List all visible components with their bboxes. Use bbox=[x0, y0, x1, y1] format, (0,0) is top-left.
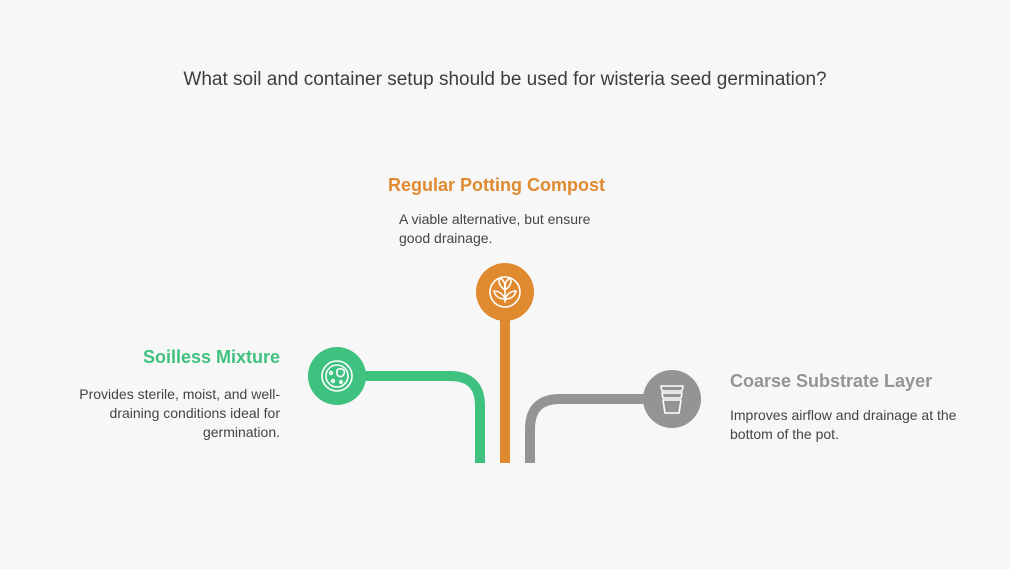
stacked-pots-icon bbox=[660, 385, 684, 414]
compost-description: A viable alternative, but ensure good dr… bbox=[399, 211, 591, 246]
soilless-node bbox=[308, 347, 366, 405]
compost-heading: Regular Potting Compost bbox=[388, 175, 605, 195]
soilless-heading: Soilless Mixture bbox=[142, 347, 280, 367]
soilless-branch-line bbox=[364, 371, 485, 463]
substrate-node bbox=[643, 370, 701, 428]
substrate-branch-line bbox=[525, 394, 645, 463]
sprout-icon bbox=[489, 276, 521, 308]
soilless-description: Provides sterile, moist, and well-draini… bbox=[79, 386, 280, 440]
substrate-heading: Coarse Substrate Layer bbox=[730, 371, 933, 391]
diagram-title: What soil and container setup should be … bbox=[183, 69, 827, 90]
petri-dish-icon bbox=[321, 360, 353, 392]
compost-node bbox=[476, 263, 534, 321]
substrate-description: Improves airflow and drainage at the bot… bbox=[730, 407, 957, 442]
